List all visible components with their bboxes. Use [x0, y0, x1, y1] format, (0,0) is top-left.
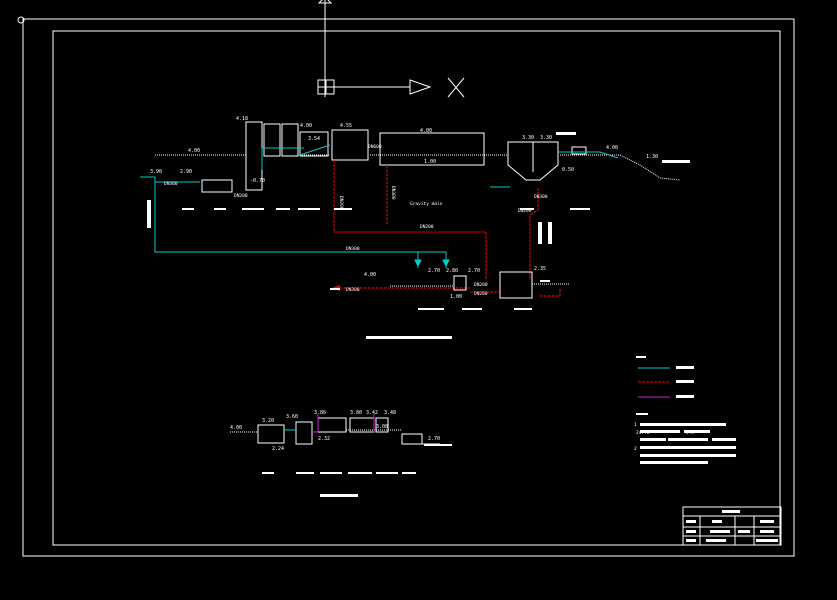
- pipe-labels: DN300 DN200 DN600 DN200 DN300 DN200 DN30…: [164, 144, 548, 297]
- svg-text:3.90: 3.90: [150, 169, 162, 175]
- sludge-lines: [333, 160, 561, 297]
- svg-text:3.20: 3.20: [262, 418, 274, 424]
- svg-text:4.18: 4.18: [236, 116, 248, 122]
- svg-text:3.80: 3.80: [350, 410, 362, 416]
- label-blocks-lower: [262, 444, 452, 497]
- elevation-labels-lower: 4.00 3.20 3.60 3.86 3.80 3.42 2.32 3.48 …: [230, 410, 440, 452]
- svg-text:2.5: 2.5: [686, 430, 694, 436]
- svg-text:DN200: DN200: [474, 291, 488, 297]
- svg-text:Gravity main: Gravity main: [410, 201, 443, 207]
- svg-text:2.32: 2.32: [318, 436, 330, 442]
- svg-text:2.35: 2.35: [534, 266, 546, 272]
- svg-text:4.55: 4.55: [340, 123, 352, 129]
- svg-text:2.70: 2.70: [428, 268, 440, 274]
- svg-text:3.42: 3.42: [366, 410, 378, 416]
- pump-station: [390, 271, 570, 299]
- svg-text:3.08: 3.08: [376, 424, 388, 430]
- svg-text:DN200: DN200: [338, 196, 344, 210]
- svg-text:2.70: 2.70: [468, 268, 480, 274]
- title-block: [682, 506, 782, 546]
- svg-text:DN300: DN300: [390, 186, 396, 200]
- svg-text:0.50: 0.50: [562, 167, 574, 173]
- legend: [636, 356, 694, 398]
- svg-text:3.54: 3.54: [308, 136, 320, 142]
- svg-text:DN200: DN200: [474, 282, 488, 288]
- svg-text:DN300: DN300: [164, 181, 178, 187]
- svg-text:-0.70: -0.70: [250, 178, 265, 184]
- svg-text:3.48: 3.48: [384, 410, 396, 416]
- svg-text:DN200: DN200: [420, 224, 434, 230]
- svg-text:1.00: 1.00: [424, 159, 436, 165]
- ucs-arrow-icon: [317, 79, 432, 95]
- svg-text:3.30: 3.30: [522, 135, 534, 141]
- svg-text:4.00: 4.00: [606, 145, 618, 151]
- close-x-icon[interactable]: [447, 77, 465, 98]
- crosshair-icon: [317, 0, 333, 4]
- svg-text:4.00: 4.00: [188, 148, 200, 154]
- svg-text:DN300: DN300: [534, 194, 548, 200]
- svg-text:1.00: 1.00: [450, 294, 462, 300]
- lower-profile: [230, 414, 440, 445]
- svg-text:4.00: 4.00: [364, 272, 376, 278]
- svg-text:3.30: 3.30: [540, 135, 552, 141]
- svg-text:2.90: 2.90: [180, 169, 192, 175]
- svg-text:1: 1: [634, 422, 637, 428]
- svg-text:DN200: DN200: [234, 193, 248, 199]
- svg-text:4.00: 4.00: [300, 123, 312, 129]
- svg-text:DN200: DN200: [518, 208, 532, 214]
- inner-frame: [52, 30, 781, 546]
- svg-text:DN300: DN300: [346, 246, 360, 252]
- svg-text:2.24: 2.24: [272, 446, 284, 452]
- svg-text:4.00: 4.00: [230, 425, 242, 431]
- svg-text:3.86: 3.86: [314, 410, 326, 416]
- notes-block: 247.0 2.5 1 2: [634, 413, 736, 464]
- corner-snap-marker: [17, 16, 25, 24]
- svg-text:1.30: 1.30: [646, 154, 658, 160]
- svg-text:4.00: 4.00: [420, 128, 432, 134]
- title-block-text: [686, 510, 778, 542]
- svg-text:2.80: 2.80: [446, 268, 458, 274]
- svg-text:DN300: DN300: [346, 287, 360, 293]
- label-blocks-upper: [147, 132, 690, 339]
- svg-text:DN600: DN600: [368, 144, 382, 150]
- svg-text:2: 2: [634, 446, 637, 452]
- treated-water-lines: [140, 144, 619, 268]
- upper-profile: [155, 121, 681, 193]
- svg-text:247.0: 247.0: [636, 430, 650, 436]
- svg-text:2.70: 2.70: [428, 436, 440, 442]
- svg-text:3.60: 3.60: [286, 414, 298, 420]
- elevation-labels-upper: 4.00 4.18 4.00 4.55 3.54 4.00 1.00 3.30 …: [150, 116, 658, 300]
